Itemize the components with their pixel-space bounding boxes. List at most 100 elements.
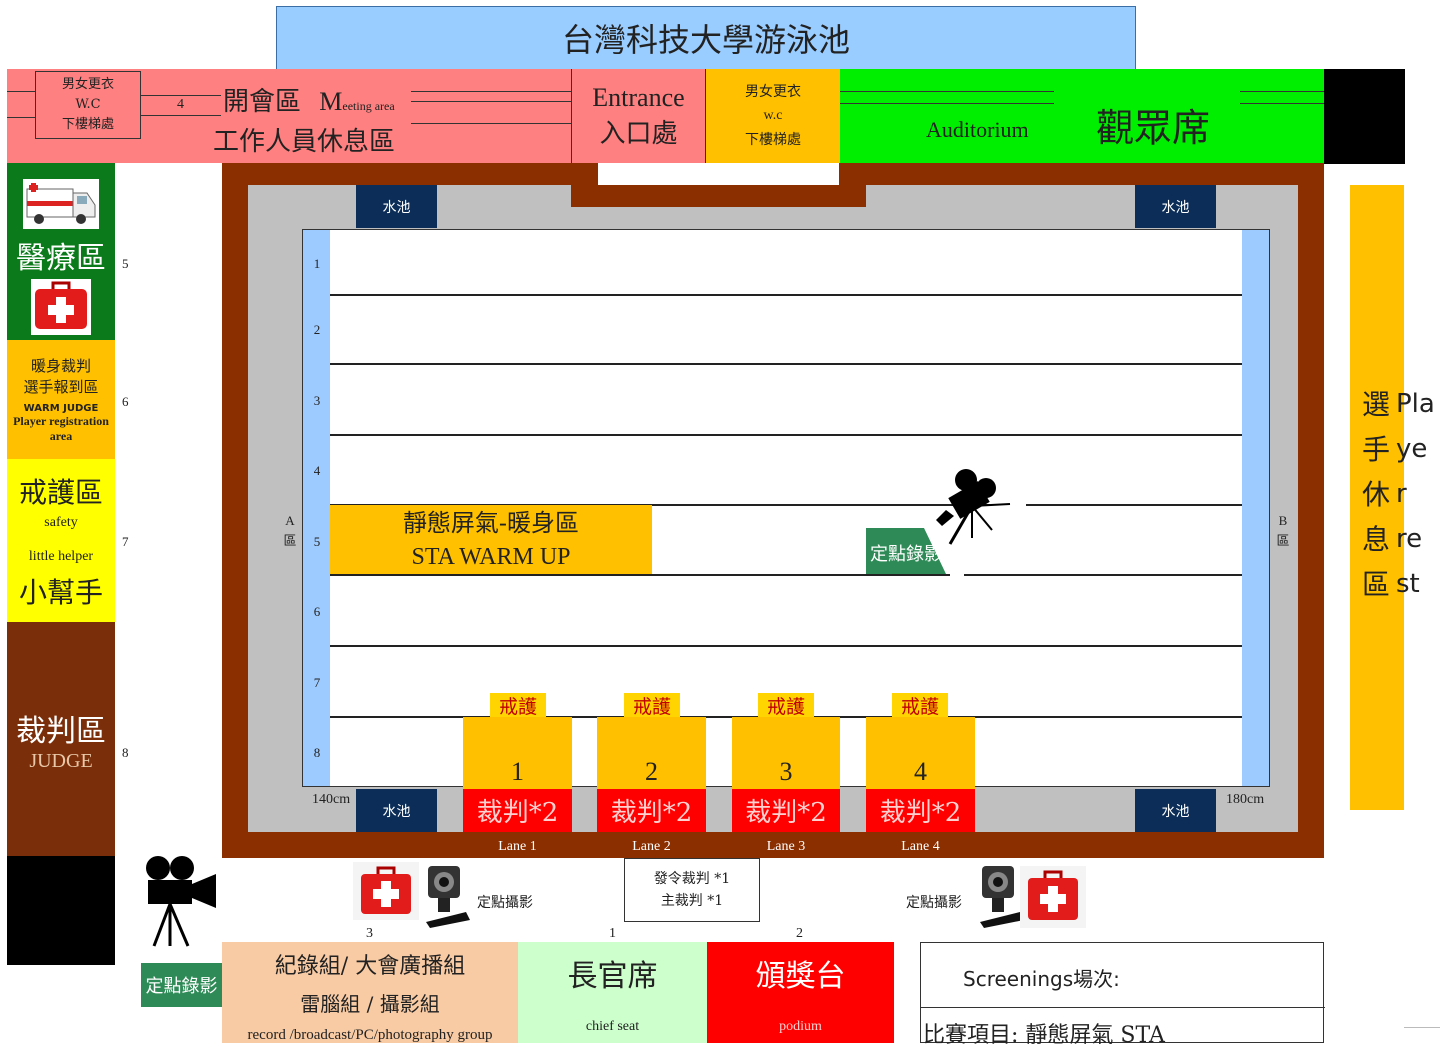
video-camera-icon (936, 469, 1011, 545)
lane-label-3: Lane 3 (766, 839, 806, 854)
judge-station-2: 2 (597, 717, 706, 789)
medical-area-label: 醫療區 (16, 241, 106, 276)
rest-char-4: 息 (1362, 523, 1391, 556)
side-a-label: A 區 (281, 511, 299, 551)
meeting-zh: 開會區 (223, 87, 302, 117)
judge-area-zh: 裁判區 (16, 713, 106, 749)
tank-top-right: 水池 (1135, 185, 1216, 228)
side-b-zh: 區 (1276, 533, 1290, 548)
registration-area: area (49, 429, 73, 443)
rest-en-3: r (1396, 479, 1407, 509)
meeting-en-big: M (319, 87, 343, 116)
rest-char-2: 手 (1362, 433, 1391, 466)
side-number-6: 6 (122, 394, 129, 409)
chief-seat: 長官席 chief seat (518, 942, 707, 1043)
guard-tag-4: 戒護 (892, 693, 948, 718)
auditorium: Auditorium 觀眾席 (840, 69, 1324, 163)
player-rest-en: Pla ye r re st (1396, 382, 1436, 607)
wc-left-line2: W.C (75, 97, 101, 112)
chief-zh: 長官席 (567, 958, 658, 994)
guard-tag-2: 戒護 (624, 693, 680, 718)
first-aid-kit-icon (353, 862, 419, 920)
bottom-number-2: 2 (796, 926, 803, 941)
lane-label-1: Lane 1 (498, 839, 537, 854)
entrance-gap (598, 163, 839, 185)
safety-zh: 戒護區 (18, 475, 103, 509)
depth-right: 180cm (1226, 792, 1265, 807)
wc-right-line2: w.c (763, 108, 783, 123)
podium-zh: 頒獎台 (755, 958, 846, 994)
helper-en: little helper (28, 548, 94, 564)
first-aid-kit-icon (31, 279, 91, 335)
judge-station-number-2: 2 (645, 757, 658, 786)
judge-station-number-3: 3 (779, 757, 793, 786)
auditorium-en: Auditorium (926, 117, 1029, 142)
screenings-label: Screenings場次: (963, 967, 1120, 991)
pool-wall-a (303, 230, 330, 786)
side-b-letter: B (1278, 513, 1288, 528)
rest-en-1: Pla (1396, 389, 1435, 419)
lane-number-8: 8 (313, 745, 321, 760)
entrance-notch-inner (571, 185, 866, 207)
wc-left-box: 男女更衣 W.C 下樓梯處 (35, 71, 141, 139)
entrance-zh: 入口處 (599, 118, 678, 149)
staff-rest-area: 工作人員休息區 (213, 127, 396, 157)
side-number-7: 7 (122, 534, 129, 549)
warm-judge-zh1: 暖身裁判 (30, 357, 91, 375)
black-corner-bottom (7, 856, 115, 965)
wc-right-line3: 下樓梯處 (745, 132, 801, 148)
wc-right-line1: 男女更衣 (745, 84, 801, 100)
tank-bottom-right: 水池 (1135, 789, 1216, 832)
player-rest-area (1350, 185, 1404, 810)
wc-left-number: 4 (177, 97, 184, 112)
bottom-number-3: 3 (366, 926, 373, 941)
entrance-en: Entrance (592, 82, 685, 112)
player-registration: Player registration (13, 414, 109, 428)
fixed-record-label: 定點錄影 (870, 544, 942, 565)
lane-number-1: 1 (313, 256, 321, 271)
podium: 頒獎台 podium (707, 942, 894, 1043)
side-a-letter: A (285, 513, 295, 528)
judge-station-1: 1 (463, 717, 572, 789)
record-broadcast-group: 紀錄組/ 大會廣播組 雷腦組 / 攝影組 record /broadcast/P… (222, 942, 518, 1043)
sta-warmup-zone: 靜態屏氣-暖身區 STA WARM UP (330, 505, 652, 574)
fixed-shoot-right: 定點攝影 (906, 895, 962, 911)
meeting-area-block: 男女更衣 W.C 下樓梯處 4 開會區 Meeting area 工作人員休息區 (7, 69, 571, 163)
judge-station-3: 3 (732, 717, 840, 789)
helper-zh: 小幫手 (18, 575, 103, 609)
pool-wall-b (1242, 230, 1269, 786)
rest-en-2: ye (1396, 434, 1428, 464)
rest-en-5: st (1396, 569, 1420, 599)
fixed-shoot-left: 定點攝影 (477, 895, 533, 911)
tank-bottom-left: 水池 (356, 789, 437, 832)
safety-helper-area: 戒護區 safety little helper 小幫手 (7, 459, 115, 622)
lane-number-3: 3 (313, 393, 321, 408)
medical-area: 醫療區 (7, 163, 115, 340)
rest-char-5: 區 (1362, 568, 1391, 601)
judge-seat-3: 裁判*2 (732, 789, 840, 832)
judge-area-en: JUDGE (29, 749, 93, 772)
lane-number-4: 4 (313, 463, 321, 478)
warm-judge-registration: 暖身裁判 選手報到區 WARM JUDGE Player registratio… (7, 340, 115, 459)
pool-title: 台灣科技大學游泳池 (276, 6, 1136, 70)
event-label: 比賽項目: 靜態屏氣 STA (923, 1023, 1165, 1048)
side-number-8: 8 (122, 745, 129, 760)
wc-right-box: 男女更衣 w.c 下樓梯處 (706, 69, 840, 163)
entrance[interactable]: Entrance 入口處 (571, 69, 706, 163)
warm-judge-zh2: 選手報到區 (23, 378, 99, 396)
action-camera-icon (980, 866, 1024, 928)
judge-area: 裁判區 JUDGE (7, 622, 115, 856)
guard-tag-3: 戒護 (758, 693, 814, 718)
side-number-5: 5 (122, 256, 129, 271)
warm-judge-en: WARM JUDGE (23, 403, 99, 414)
first-aid-kit-icon (1020, 866, 1086, 928)
judge-seat-4: 裁判*2 (866, 789, 975, 832)
bottom-number-1: 1 (609, 926, 616, 941)
action-camera-icon (426, 866, 470, 928)
meeting-en-small: eeting area (342, 99, 395, 113)
meeting-area-line1: 開會區 Meeting area (223, 81, 395, 118)
lane-number-6: 6 (313, 604, 321, 619)
rest-en-4: re (1396, 524, 1423, 554)
lane-number-5: 5 (313, 534, 321, 549)
chief-en: chief seat (585, 1018, 640, 1034)
